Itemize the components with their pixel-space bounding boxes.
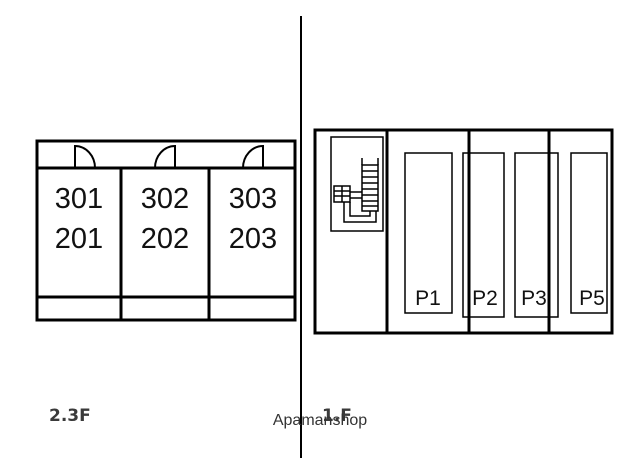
unit-number-202: 202 bbox=[141, 223, 189, 255]
parking-space-p3 bbox=[514, 152, 559, 318]
unit-number-201: 201 bbox=[55, 223, 103, 255]
door-icon bbox=[154, 144, 176, 169]
watermark-text: Apamanshop bbox=[273, 412, 367, 429]
upper-floor-plan: 301 201 302 202 303 203 bbox=[35, 139, 297, 322]
parking-label-p3: P3 bbox=[521, 287, 547, 310]
parking-label-p2: P2 bbox=[472, 287, 498, 310]
unit-number-203: 203 bbox=[229, 223, 277, 255]
parking-space-p1 bbox=[404, 152, 453, 314]
ground-floor-outline bbox=[313, 128, 614, 335]
upper-floor-outline bbox=[35, 139, 297, 322]
parking-label-p1: P1 bbox=[415, 287, 441, 310]
floor-label-upper: 2.3F bbox=[49, 406, 91, 426]
unit-number-301: 301 bbox=[55, 183, 103, 215]
parking-space-p5 bbox=[570, 152, 608, 314]
parking-label-p5: P5 bbox=[579, 287, 605, 310]
floor-label-ground: 1.F bbox=[322, 406, 352, 426]
door-icon bbox=[74, 144, 96, 169]
staircase-icon bbox=[330, 136, 384, 232]
parking-space-p2 bbox=[462, 152, 505, 318]
unit-number-302: 302 bbox=[141, 183, 189, 215]
door-icon bbox=[242, 144, 264, 169]
unit-number-303: 303 bbox=[229, 183, 277, 215]
ground-floor-plan: P1 P2 P3 P5 bbox=[313, 128, 614, 335]
